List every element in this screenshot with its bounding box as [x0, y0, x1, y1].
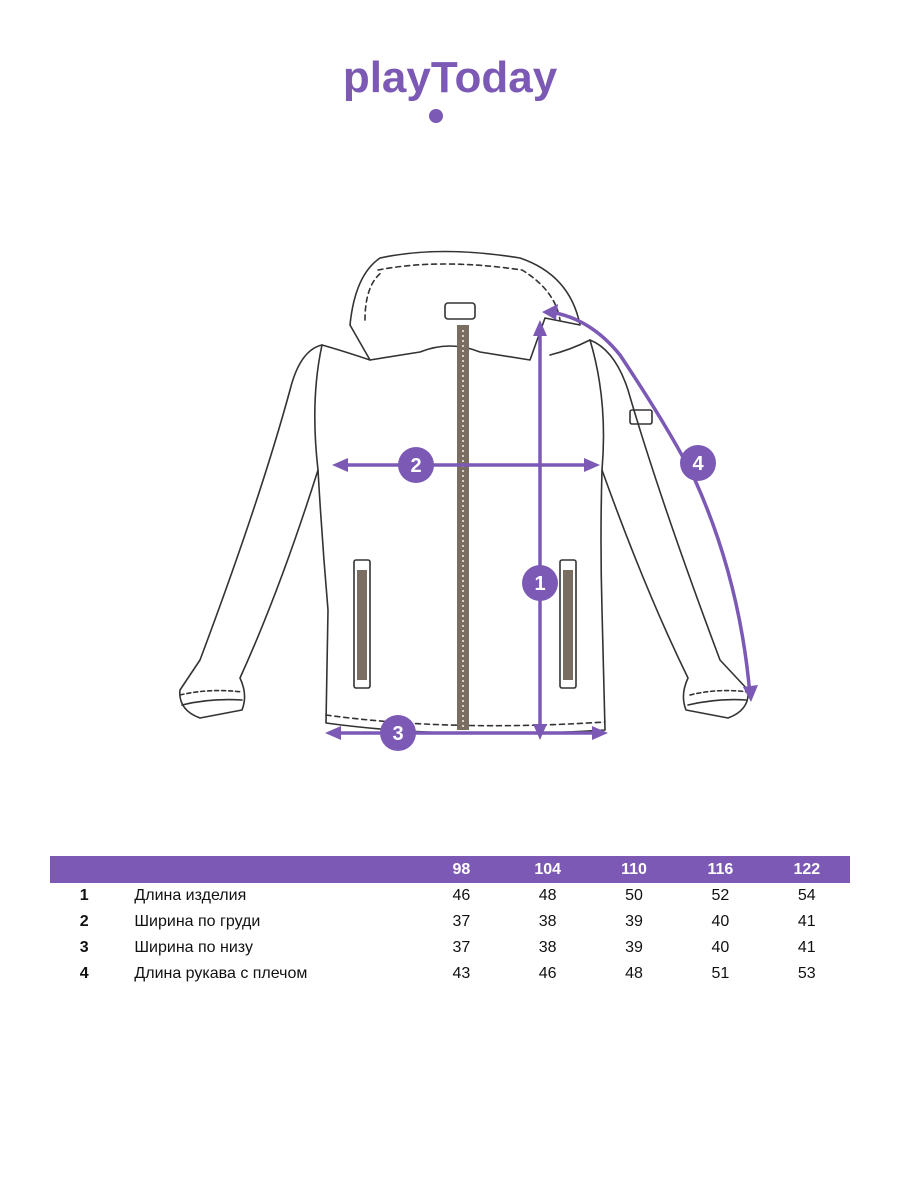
cell-value: 39	[625, 913, 643, 930]
row-number: 2	[79, 913, 89, 930]
cell-value: 54	[797, 887, 816, 904]
marker-1: 1	[522, 565, 558, 601]
table-row: 3 Ширина по низу 37 38 39 40 41	[50, 935, 850, 961]
table-row: 4 Длина рукава с плечом 43 46 48 51 53	[50, 961, 850, 987]
table-row: 1 Длина изделия 46 48 50 52 54	[50, 883, 850, 909]
table-row: 2 Ширина по груди 37 38 39 40 41	[50, 909, 850, 935]
marker-3-label: 3	[392, 723, 403, 745]
cell-value: 37	[452, 913, 471, 930]
cell-value: 38	[538, 913, 557, 930]
cell-value: 53	[797, 965, 816, 982]
cell-value: 48	[625, 965, 643, 982]
header-size-116: 116	[707, 860, 734, 878]
left-pocket-zipper	[357, 570, 367, 680]
row-label: Ширина по груди	[134, 913, 261, 930]
row-label: Длина рукава с плечом	[134, 965, 308, 982]
row-number: 3	[79, 939, 89, 956]
cell-value: 41	[797, 939, 816, 956]
marker-4-label: 4	[692, 453, 704, 475]
header-size-104: 104	[534, 860, 562, 878]
header-size-110: 110	[621, 860, 647, 878]
jacket-right-sleeve	[589, 339, 749, 719]
row-label: Ширина по низу	[134, 939, 253, 956]
cell-value: 40	[711, 913, 730, 930]
right-pocket-zipper	[563, 570, 573, 680]
brand-logo-text: playToday	[343, 53, 558, 102]
row-number: 1	[79, 887, 89, 904]
header-label	[118, 856, 418, 883]
header-size-98: 98	[452, 860, 471, 878]
cell-value: 48	[538, 887, 557, 904]
jacket-measurement-diagram: 1 2 3 4	[179, 250, 758, 751]
center-zipper	[457, 325, 469, 730]
cell-value: 46	[538, 965, 557, 982]
cell-value: 52	[711, 887, 730, 904]
cell-value: 51	[711, 965, 730, 982]
cell-value: 50	[625, 887, 643, 904]
header-size-122: 122	[793, 860, 821, 878]
jacket-left-sleeve	[179, 344, 323, 719]
cell-value: 40	[711, 939, 730, 956]
marker-2-label: 2	[410, 455, 421, 477]
marker-3: 3	[380, 715, 416, 751]
size-header-row: 98 104 110 116 122	[50, 856, 850, 883]
cell-value: 39	[625, 939, 643, 956]
brand-logo: playToday	[343, 53, 558, 123]
marker-1-label: 1	[534, 573, 545, 595]
cell-value: 46	[452, 887, 471, 904]
logo-dot	[429, 109, 443, 123]
row-number: 4	[79, 965, 89, 982]
cell-value: 41	[797, 913, 816, 930]
row-label: Длина изделия	[134, 887, 247, 904]
marker-4: 4	[680, 445, 716, 481]
cell-value: 38	[538, 939, 557, 956]
size-chart-table: 98 104 110 116 122 1 Длина изделия 46 48…	[50, 856, 850, 987]
marker-2: 2	[398, 447, 434, 483]
cell-value: 37	[452, 939, 471, 956]
jacket-hood	[349, 250, 581, 361]
cell-value: 43	[452, 965, 471, 982]
header-num	[50, 856, 118, 883]
